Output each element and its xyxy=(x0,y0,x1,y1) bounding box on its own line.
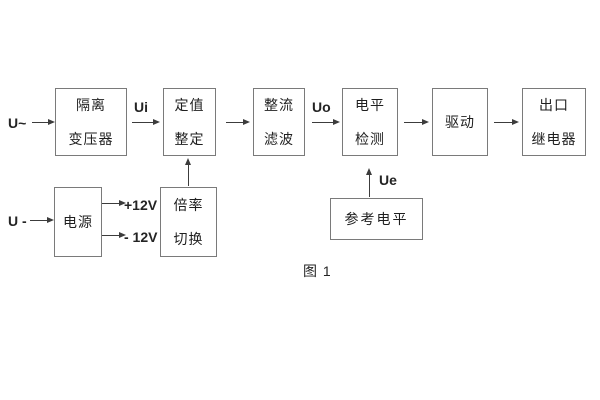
block-label: 参考电平 xyxy=(344,211,409,227)
signal-ue-label: Ue xyxy=(379,172,397,188)
arrow-level-to-driver xyxy=(404,118,429,125)
arrow-setting-to-rectifier xyxy=(226,118,250,125)
block-label: 隔离 xyxy=(76,97,106,113)
block-output-relay: 出口 继电器 xyxy=(522,88,586,156)
block-reference-level: 参考电平 xyxy=(330,198,423,240)
block-isolation-transformer: 隔离 变压器 xyxy=(55,88,127,156)
arrow-ac-to-transformer xyxy=(32,118,55,125)
block-label: 变压器 xyxy=(68,131,114,147)
block-label: 出口 xyxy=(539,97,569,113)
arrow-power-plus12 xyxy=(102,199,126,206)
dc-input-label: U - xyxy=(8,213,27,229)
block-rectifier-filter: 整流 滤波 xyxy=(253,88,305,156)
block-label: 定值 xyxy=(174,97,205,113)
arrow-transformer-to-setting xyxy=(132,118,160,125)
block-label: 电源 xyxy=(63,214,93,230)
block-label: 驱动 xyxy=(445,114,475,130)
block-label: 检测 xyxy=(355,131,385,147)
block-label: 切换 xyxy=(173,231,204,247)
block-level-detection: 电平 检测 xyxy=(342,88,398,156)
arrow-reference-to-level xyxy=(365,168,372,197)
block-ratio-switching: 倍率 切换 xyxy=(160,187,217,257)
block-label: 倍率 xyxy=(173,197,204,213)
block-power-supply: 电源 xyxy=(54,187,102,257)
block-label: 滤波 xyxy=(264,131,294,147)
block-driver: 驱动 xyxy=(432,88,488,156)
arrow-power-minus12 xyxy=(102,231,126,238)
plus-12v-label: +12V xyxy=(124,197,158,213)
arrow-ratio-to-setting xyxy=(184,158,191,186)
block-setting-adjustment: 定值 整定 xyxy=(163,88,216,156)
block-label: 整流 xyxy=(264,97,294,113)
arrow-driver-to-relay xyxy=(494,118,519,125)
block-label: 继电器 xyxy=(531,131,577,147)
figure-caption: 图 1 xyxy=(303,263,332,279)
arrow-dc-to-power xyxy=(30,216,54,223)
minus-12v-label: - 12V xyxy=(124,229,158,245)
signal-ui-label: Ui xyxy=(134,99,148,115)
ac-input-label: U~ xyxy=(8,115,27,131)
block-label: 电平 xyxy=(355,97,385,113)
block-label: 整定 xyxy=(174,131,205,147)
signal-uo-label: Uo xyxy=(312,99,331,115)
arrow-rectifier-to-level xyxy=(312,118,340,125)
